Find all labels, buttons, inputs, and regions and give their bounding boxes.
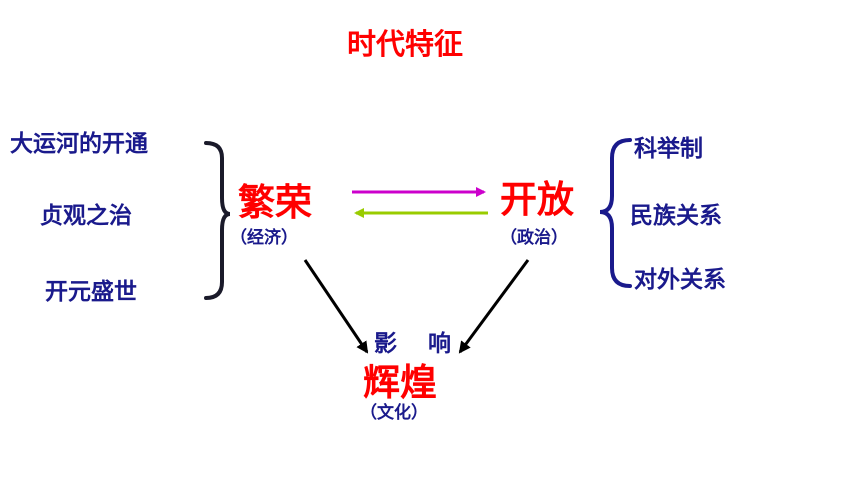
arrow-prosperity-to-brilliance [303, 259, 369, 354]
left-item-grand-canal: 大运河的开通 [10, 131, 148, 157]
right-item-keju: 科举制 [634, 136, 703, 162]
right-item-foreign: 对外关系 [634, 267, 726, 293]
node-prosperity-sub: （经济） [230, 228, 298, 248]
right-item-ethnic: 民族关系 [630, 203, 722, 229]
node-openness-sub: （政治） [500, 228, 568, 248]
node-prosperity-label: 繁荣 [238, 181, 312, 224]
node-brilliance-sub: （文化） [360, 403, 428, 423]
left-brace [204, 141, 231, 300]
influence-char-right: 响 [428, 331, 451, 357]
node-brilliance-label: 辉煌 [363, 361, 437, 404]
node-openness-label: 开放 [500, 178, 574, 221]
page-title: 时代特征 [346, 27, 463, 61]
left-item-zhenguan: 贞观之治 [40, 203, 132, 229]
right-brace [599, 138, 632, 288]
left-item-kaiyuan: 开元盛世 [45, 279, 137, 305]
influence-char-left: 影 [374, 331, 397, 357]
arrow-openness-to-brilliance [458, 259, 530, 354]
